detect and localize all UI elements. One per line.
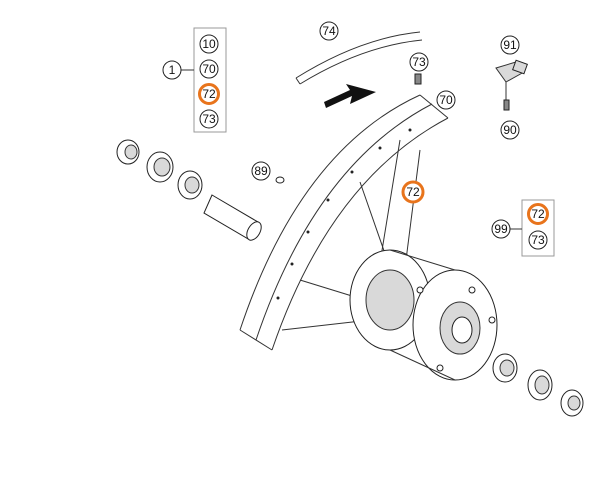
hub xyxy=(349,249,498,381)
left-bearing-2 xyxy=(177,170,203,200)
callout-73-group[interactable]: 73 xyxy=(199,109,219,129)
callout-99[interactable]: 99 xyxy=(491,219,511,239)
group-box-99 xyxy=(521,199,555,257)
svg-text:73: 73 xyxy=(531,233,545,247)
direction-arrow-icon xyxy=(324,84,376,108)
svg-text:90: 90 xyxy=(503,123,517,137)
svg-text:91: 91 xyxy=(503,38,517,52)
group-box-1 xyxy=(193,27,227,133)
callout-73-top[interactable]: 73 xyxy=(409,52,429,72)
callout-72-highlighted[interactable]: 72 xyxy=(198,83,220,105)
callout-72-group99-highlighted[interactable]: 72 xyxy=(527,203,549,225)
screw-part xyxy=(275,176,285,184)
right-bearing xyxy=(492,353,518,383)
svg-text:72: 72 xyxy=(202,87,216,101)
svg-text:72: 72 xyxy=(531,207,545,221)
callout-91[interactable]: 91 xyxy=(500,35,520,55)
svg-text:72: 72 xyxy=(406,185,420,199)
svg-text:73: 73 xyxy=(202,112,216,126)
valve-stem-part xyxy=(503,99,510,111)
left-bearing-1 xyxy=(146,151,174,183)
svg-text:99: 99 xyxy=(494,222,508,236)
rim-tape xyxy=(295,31,423,85)
svg-text:10: 10 xyxy=(202,37,216,51)
right-seal xyxy=(527,369,553,401)
svg-text:70: 70 xyxy=(202,62,216,76)
callout-70-rim[interactable]: 70 xyxy=(436,90,456,110)
right-spacer xyxy=(560,389,584,417)
svg-text:70: 70 xyxy=(439,93,453,107)
callout-73-group99[interactable]: 73 xyxy=(528,230,548,250)
callout-10[interactable]: 10 xyxy=(199,34,219,54)
valve-cap-part xyxy=(495,59,528,100)
callout-70-group[interactable]: 70 xyxy=(199,59,219,79)
rim xyxy=(239,94,449,351)
spacer-tube xyxy=(203,194,262,241)
nipple-part xyxy=(414,73,422,85)
callout-72-spoke-highlighted[interactable]: 72 xyxy=(401,180,425,204)
svg-text:73: 73 xyxy=(412,55,426,69)
callout-90[interactable]: 90 xyxy=(500,120,520,140)
callout-74[interactable]: 74 xyxy=(319,21,339,41)
callout-1[interactable]: 1 xyxy=(162,60,182,80)
svg-text:74: 74 xyxy=(322,24,336,38)
svg-text:89: 89 xyxy=(254,164,268,178)
callout-group-1: 1 10 70 72 73 xyxy=(162,27,227,133)
callout-group-99: 99 72 73 xyxy=(491,199,555,257)
left-seal xyxy=(116,139,140,165)
callout-89[interactable]: 89 xyxy=(251,161,271,181)
svg-text:1: 1 xyxy=(169,63,176,77)
